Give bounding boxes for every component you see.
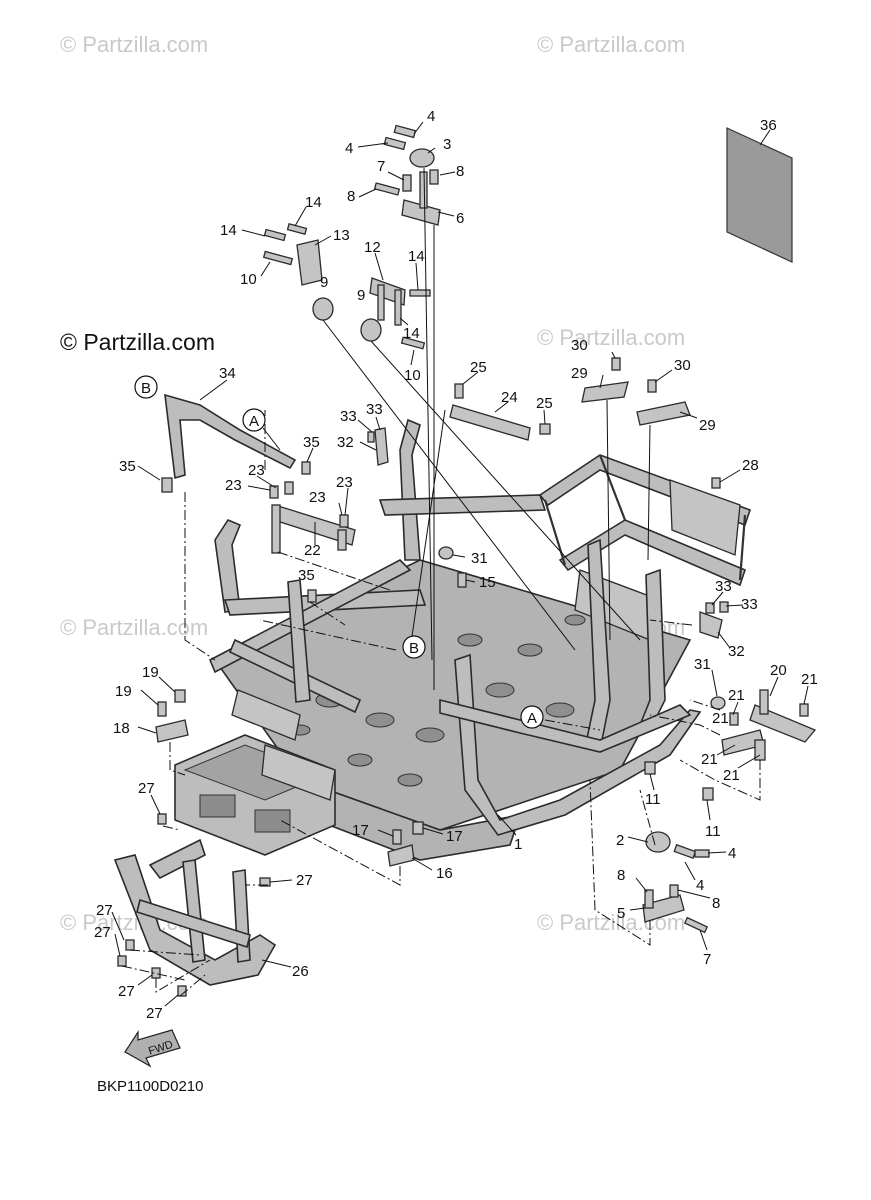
callout-7: 7 — [703, 951, 711, 968]
callout-17: 17 — [446, 828, 463, 845]
callout-17: 17 — [352, 822, 369, 839]
callout-31: 31 — [694, 656, 711, 673]
watermark: © Partzilla.com — [60, 615, 208, 640]
ref-marker-b-top: B — [134, 375, 158, 399]
callout-14: 14 — [403, 325, 420, 342]
callout-14: 14 — [220, 222, 237, 239]
watermark: © Partzilla.com — [537, 32, 685, 57]
callout-10: 10 — [240, 271, 257, 288]
callout-14: 14 — [408, 248, 425, 265]
callout-15: 15 — [479, 574, 496, 591]
callout-21: 21 — [801, 671, 818, 688]
callout-16: 16 — [436, 865, 453, 882]
callout-20: 20 — [770, 662, 787, 679]
callout-11: 11 — [705, 823, 721, 840]
callout-34: 34 — [219, 365, 236, 382]
ref-marker-a-top: A — [242, 408, 266, 432]
callout-11: 11 — [645, 791, 661, 808]
callout-26: 26 — [292, 963, 309, 980]
callout-22: 22 — [304, 542, 321, 559]
callout-32: 32 — [337, 434, 354, 451]
callout-4: 4 — [345, 140, 353, 157]
callout-14: 14 — [305, 194, 322, 211]
callout-27: 27 — [118, 983, 135, 1000]
callout-5: 5 — [617, 905, 625, 922]
main-frame — [174, 418, 752, 861]
callout-33: 33 — [715, 578, 732, 595]
small-parts — [117, 124, 817, 997]
callout-30: 30 — [571, 337, 588, 354]
callout-25: 25 — [536, 395, 553, 412]
callout-35: 35 — [298, 567, 315, 584]
callout-21: 21 — [723, 767, 740, 784]
leader-lines — [111, 121, 809, 1007]
callout-3: 3 — [443, 136, 451, 153]
callout-8: 8 — [456, 163, 464, 180]
callout-32: 32 — [728, 643, 745, 660]
ref-marker-a-label: A — [527, 710, 537, 727]
callout-27: 27 — [138, 780, 155, 797]
callout-36: 36 — [760, 117, 777, 134]
callout-23: 23 — [336, 474, 353, 491]
callout-31: 31 — [471, 550, 488, 567]
callout-29: 29 — [571, 365, 588, 382]
ref-marker-b-label: B — [409, 640, 419, 657]
fwd-arrow: FWD — [124, 1029, 181, 1068]
watermark: © Partzilla.com — [60, 32, 208, 57]
callout-7: 7 — [377, 158, 385, 175]
callout-9: 9 — [357, 287, 365, 304]
callout-21: 21 — [712, 710, 729, 727]
callout-24: 24 — [501, 389, 518, 406]
ref-marker-b-label: B — [141, 380, 151, 397]
callout-2: 2 — [616, 832, 624, 849]
callout-28: 28 — [742, 457, 759, 474]
callout-10: 10 — [404, 367, 421, 384]
callout-12: 12 — [364, 239, 381, 256]
callout-9: 9 — [320, 274, 328, 291]
callout-25: 25 — [470, 359, 487, 376]
callout-35: 35 — [303, 434, 320, 451]
callout-27: 27 — [96, 902, 113, 919]
callouts: 4 3 4 7 8 8 6 14 14 13 12 10 14 9 9 14 1… — [94, 108, 818, 1022]
callout-19: 19 — [115, 683, 132, 700]
callout-8: 8 — [712, 895, 720, 912]
callout-35: 35 — [119, 458, 136, 475]
watermark: © Partzilla.com — [537, 325, 685, 350]
front-guard-26 — [113, 838, 277, 986]
callout-29: 29 — [699, 417, 716, 434]
callout-19: 19 — [142, 664, 159, 681]
callout-8: 8 — [347, 188, 355, 205]
callout-13: 13 — [333, 227, 350, 244]
callout-23: 23 — [225, 477, 242, 494]
brand-mark: © Partzilla.com — [60, 329, 215, 355]
callout-21: 21 — [728, 687, 745, 704]
callout-4: 4 — [696, 877, 704, 894]
callout-18: 18 — [113, 720, 130, 737]
callout-30: 30 — [674, 357, 691, 374]
callout-4: 4 — [427, 108, 435, 125]
callout-33: 33 — [366, 401, 383, 418]
callout-4: 4 — [728, 845, 736, 862]
diagram-code: BKP1100D0210 — [97, 1078, 203, 1095]
callout-33: 33 — [741, 596, 758, 613]
callout-27: 27 — [146, 1005, 163, 1022]
callout-27: 27 — [296, 872, 313, 889]
callout-21: 21 — [701, 751, 718, 768]
label-sheet-36 — [726, 127, 793, 263]
ref-marker-b-frame: B — [402, 635, 426, 659]
callout-8: 8 — [617, 867, 625, 884]
callout-23: 23 — [309, 489, 326, 506]
callout-23: 23 — [248, 462, 265, 479]
callout-33: 33 — [340, 408, 357, 425]
ref-marker-a-frame: A — [520, 705, 544, 729]
callout-6: 6 — [456, 210, 464, 227]
callout-1: 1 — [514, 836, 522, 853]
callout-27: 27 — [94, 924, 111, 941]
ref-marker-a-label: A — [249, 413, 259, 430]
